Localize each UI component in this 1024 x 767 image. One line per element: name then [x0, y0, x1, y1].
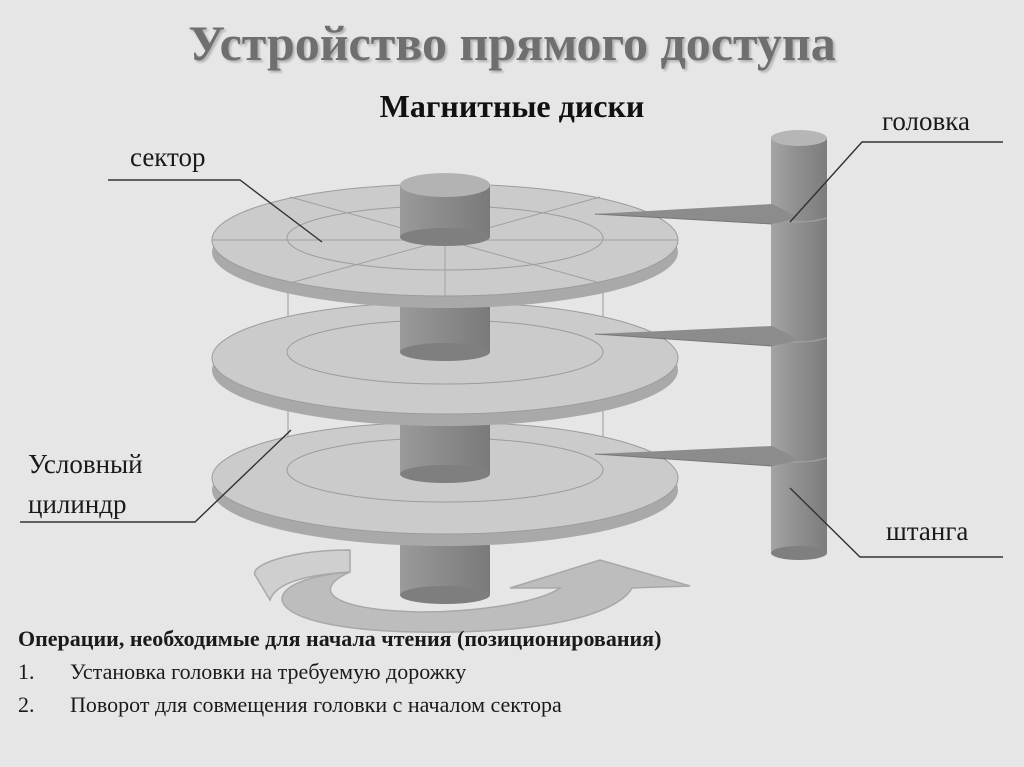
page-subtitle: Магнитные диски [379, 88, 645, 124]
head-label: головка [882, 106, 970, 136]
rod-leader [789, 487, 1003, 558]
sector-label: сектор [130, 142, 206, 172]
list-item: 1. Установка головки на требуемую дорожк… [18, 655, 661, 688]
cylinder-label-line2: цилиндр [28, 489, 127, 519]
head-arm-2 [594, 326, 800, 347]
operations-block: Операции, необходимые для начала чтения … [18, 622, 661, 721]
list-item-text: Поворот для совмещения головки с началом… [70, 692, 562, 717]
list-item-number: 1. [18, 659, 35, 684]
list-item-number: 2. [18, 692, 35, 717]
sector-leader [108, 179, 323, 243]
head-leader [789, 141, 1003, 223]
leader-lines [20, 141, 1003, 558]
cylinder-label-line1: Условный [28, 449, 143, 479]
page-title: Устройство прямого доступа [188, 15, 836, 71]
cylinder-leader [20, 429, 292, 523]
cylinder-label: Условный цилиндр [28, 444, 143, 524]
rotation-arrow-icon [253, 549, 691, 633]
disk-platter-1 [211, 173, 679, 308]
disk-platter-3 [211, 421, 679, 546]
rod [770, 130, 828, 560]
head-arm-3 [594, 446, 800, 467]
disk-platter-2 [211, 300, 679, 426]
list-item: 2. Поворот для совмещения головки с нача… [18, 688, 661, 721]
head-arm-1 [594, 204, 800, 225]
operations-heading: Операции, необходимые для начала чтения … [18, 626, 662, 651]
list-item-text: Установка головки на требуемую дорожку [70, 659, 467, 684]
rod-label: штанга [886, 516, 969, 546]
